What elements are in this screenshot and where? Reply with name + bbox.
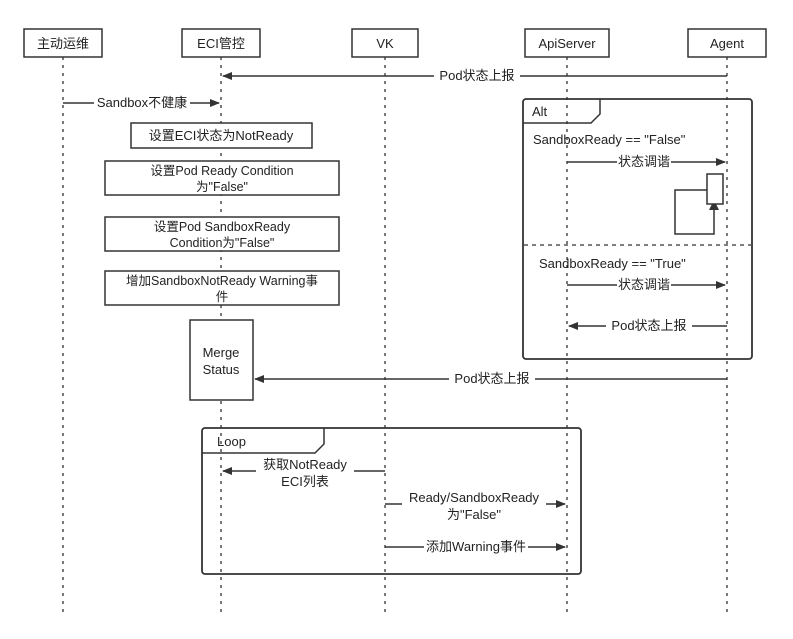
- participant-ops: 主动运维: [23, 28, 103, 58]
- diagram-label: 主动运维: [37, 36, 89, 51]
- step-add-warning-event: 增加SandboxNotReady Warning事 件: [104, 270, 340, 306]
- alt-guard-true: SandboxReady == "True": [539, 256, 686, 271]
- message-fetch-notready-list: 获取NotReady ECI列表: [222, 456, 385, 490]
- diagram-label: ECI列表: [281, 474, 329, 489]
- diagram-label: 设置ECI状态为NotReady: [149, 128, 294, 143]
- diagram-label: ApiServer: [538, 36, 596, 51]
- diagram-label: VK: [376, 36, 394, 51]
- diagram-label: Merge: [203, 345, 240, 360]
- diagram-label: Agent: [710, 36, 744, 51]
- diagram-label: Sandbox不健康: [97, 95, 187, 110]
- diagram-label: 添加Warning事件: [426, 539, 526, 554]
- diagram-label: 件: [216, 290, 229, 304]
- message-reconcile-true: 状态调谐: [567, 276, 726, 293]
- participant-api: ApiServer: [524, 28, 610, 58]
- step-set-pod-ready-condition: 设置Pod Ready Condition 为"False": [104, 160, 340, 196]
- loop-label: Loop: [217, 434, 246, 449]
- diagram-label: 设置Pod Ready Condition: [150, 163, 293, 178]
- message-add-warning: 添加Warning事件: [385, 538, 566, 555]
- step-merge-status: Merge Status: [189, 319, 254, 401]
- diagram-label: Ready/SandboxReady: [409, 490, 540, 505]
- alt-frame: Alt: [522, 98, 753, 360]
- diagram-label: Pod状态上报: [454, 371, 529, 386]
- diagram-label: Status: [203, 362, 240, 377]
- diagram-label: 为"False": [196, 180, 248, 194]
- diagram-label: ECI管控: [197, 36, 245, 51]
- message-sandbox-unhealthy: Sandbox不健康: [63, 94, 220, 111]
- diagram-label: Pod状态上报: [611, 318, 686, 333]
- participant-agent: Agent: [687, 28, 767, 58]
- message-reconcile-false: 状态调谐: [567, 153, 726, 170]
- message-merge-pod-status: Pod状态上报: [254, 370, 727, 387]
- participant-vk: VK: [351, 28, 419, 58]
- step-set-eci-notready: 设置ECI状态为NotReady: [130, 122, 313, 149]
- step-set-sandboxready-condition: 设置Pod SandboxReady Condition为"False": [104, 216, 340, 252]
- diagram-label: 状态调谐: [618, 277, 670, 292]
- message-ready-false: Ready/SandboxReady 为"False": [385, 489, 566, 523]
- diagram-label: 状态调谐: [618, 154, 670, 169]
- participant-eci: ECI管控: [181, 28, 261, 58]
- message-report-true: Pod状态上报: [568, 317, 727, 334]
- diagram-label: 为"False": [447, 507, 501, 522]
- loop-frame: Loop: [201, 427, 582, 575]
- alt-label: Alt: [532, 104, 548, 119]
- diagram-label: Pod状态上报: [439, 68, 514, 83]
- message-agent-pod-status: Pod状态上报: [222, 67, 727, 84]
- diagram-label: 增加SandboxNotReady Warning事: [126, 273, 318, 288]
- agent-activation-self-loop: [674, 173, 724, 235]
- diagram-label: 设置Pod SandboxReady: [154, 219, 291, 234]
- diagram-label: 获取NotReady: [263, 457, 347, 472]
- diagram-label: Condition为"False": [170, 236, 275, 250]
- alt-guard-false: SandboxReady == "False": [533, 132, 686, 147]
